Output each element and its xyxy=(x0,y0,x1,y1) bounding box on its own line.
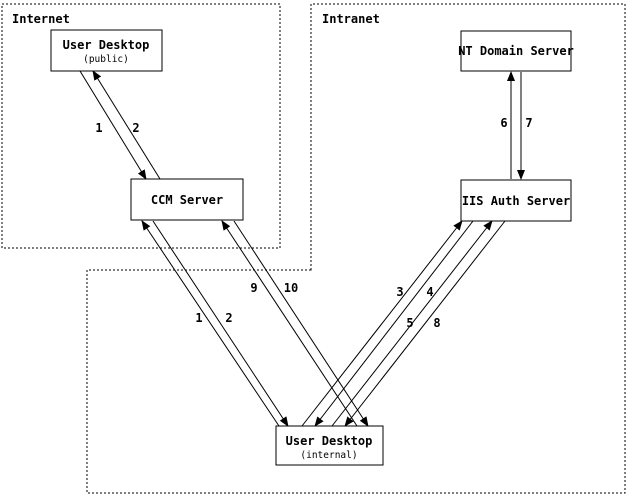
arrow-8-iis-to-internal-desktop xyxy=(344,220,506,427)
flow-label: 2 xyxy=(225,311,232,325)
flow-label: 1 xyxy=(195,311,202,325)
flow-label: 9 xyxy=(250,281,257,295)
user-desktop-public-box xyxy=(50,29,163,72)
flow-label: 10 xyxy=(284,281,298,295)
arrow-2-ccm-to-internal-desktop xyxy=(152,220,289,427)
node-nt-domain-server: NT Domain Server xyxy=(458,30,574,72)
node-user-desktop-public: User Desktop (public) xyxy=(50,29,163,72)
ccm-server-title: CCM Server xyxy=(151,193,223,207)
arrow-1-public-desktop-to-ccm xyxy=(79,70,147,180)
flow-label: 5 xyxy=(406,316,413,330)
arrow-10-ccm-to-internal-desktop xyxy=(233,220,369,427)
user-desktop-internal-title: User Desktop xyxy=(286,434,373,448)
flow-label: 4 xyxy=(426,285,433,299)
user-desktop-public-subtitle: (public) xyxy=(83,54,129,65)
intranet-region-label: Intranet xyxy=(322,12,380,26)
flow-lines xyxy=(79,70,525,427)
iis-auth-server-title: IIS Auth Server xyxy=(462,194,570,208)
arrow-5-internal-desktop-to-iis xyxy=(331,220,493,427)
nt-domain-server-box xyxy=(460,30,572,72)
arrow-1-internal-desktop-to-ccm xyxy=(141,220,280,427)
flow-label: 6 xyxy=(500,116,507,130)
nt-domain-server-title: NT Domain Server xyxy=(458,44,574,58)
flow-label: 8 xyxy=(433,316,440,330)
node-iis-auth-server: IIS Auth Server xyxy=(460,179,572,222)
flow-label: 3 xyxy=(396,285,403,299)
internet-region-label: Internet xyxy=(12,12,70,26)
intranet-region-border xyxy=(86,3,626,494)
arrow-2-ccm-to-public-desktop xyxy=(92,70,161,180)
node-ccm-server: CCM Server xyxy=(130,178,244,221)
arrow-3-internal-desktop-to-iis xyxy=(301,220,463,427)
user-desktop-public-title: User Desktop xyxy=(63,38,150,52)
flow-labels: 1 2 1 2 9 10 3 4 5 8 6 7 xyxy=(95,116,532,330)
flow-label: 1 xyxy=(95,121,102,135)
node-user-desktop-internal: User Desktop (internal) xyxy=(275,425,384,466)
user-desktop-internal-box xyxy=(275,425,384,466)
internet-region-border xyxy=(1,3,281,249)
arrow-4-iis-to-internal-desktop xyxy=(314,220,474,427)
ccm-server-box xyxy=(130,178,244,221)
iis-auth-server-box xyxy=(460,179,572,222)
flow-label: 2 xyxy=(132,121,139,135)
user-desktop-internal-subtitle: (internal) xyxy=(300,450,357,461)
arrow-9-internal-desktop-to-ccm xyxy=(221,220,358,427)
flow-label: 7 xyxy=(525,116,532,130)
